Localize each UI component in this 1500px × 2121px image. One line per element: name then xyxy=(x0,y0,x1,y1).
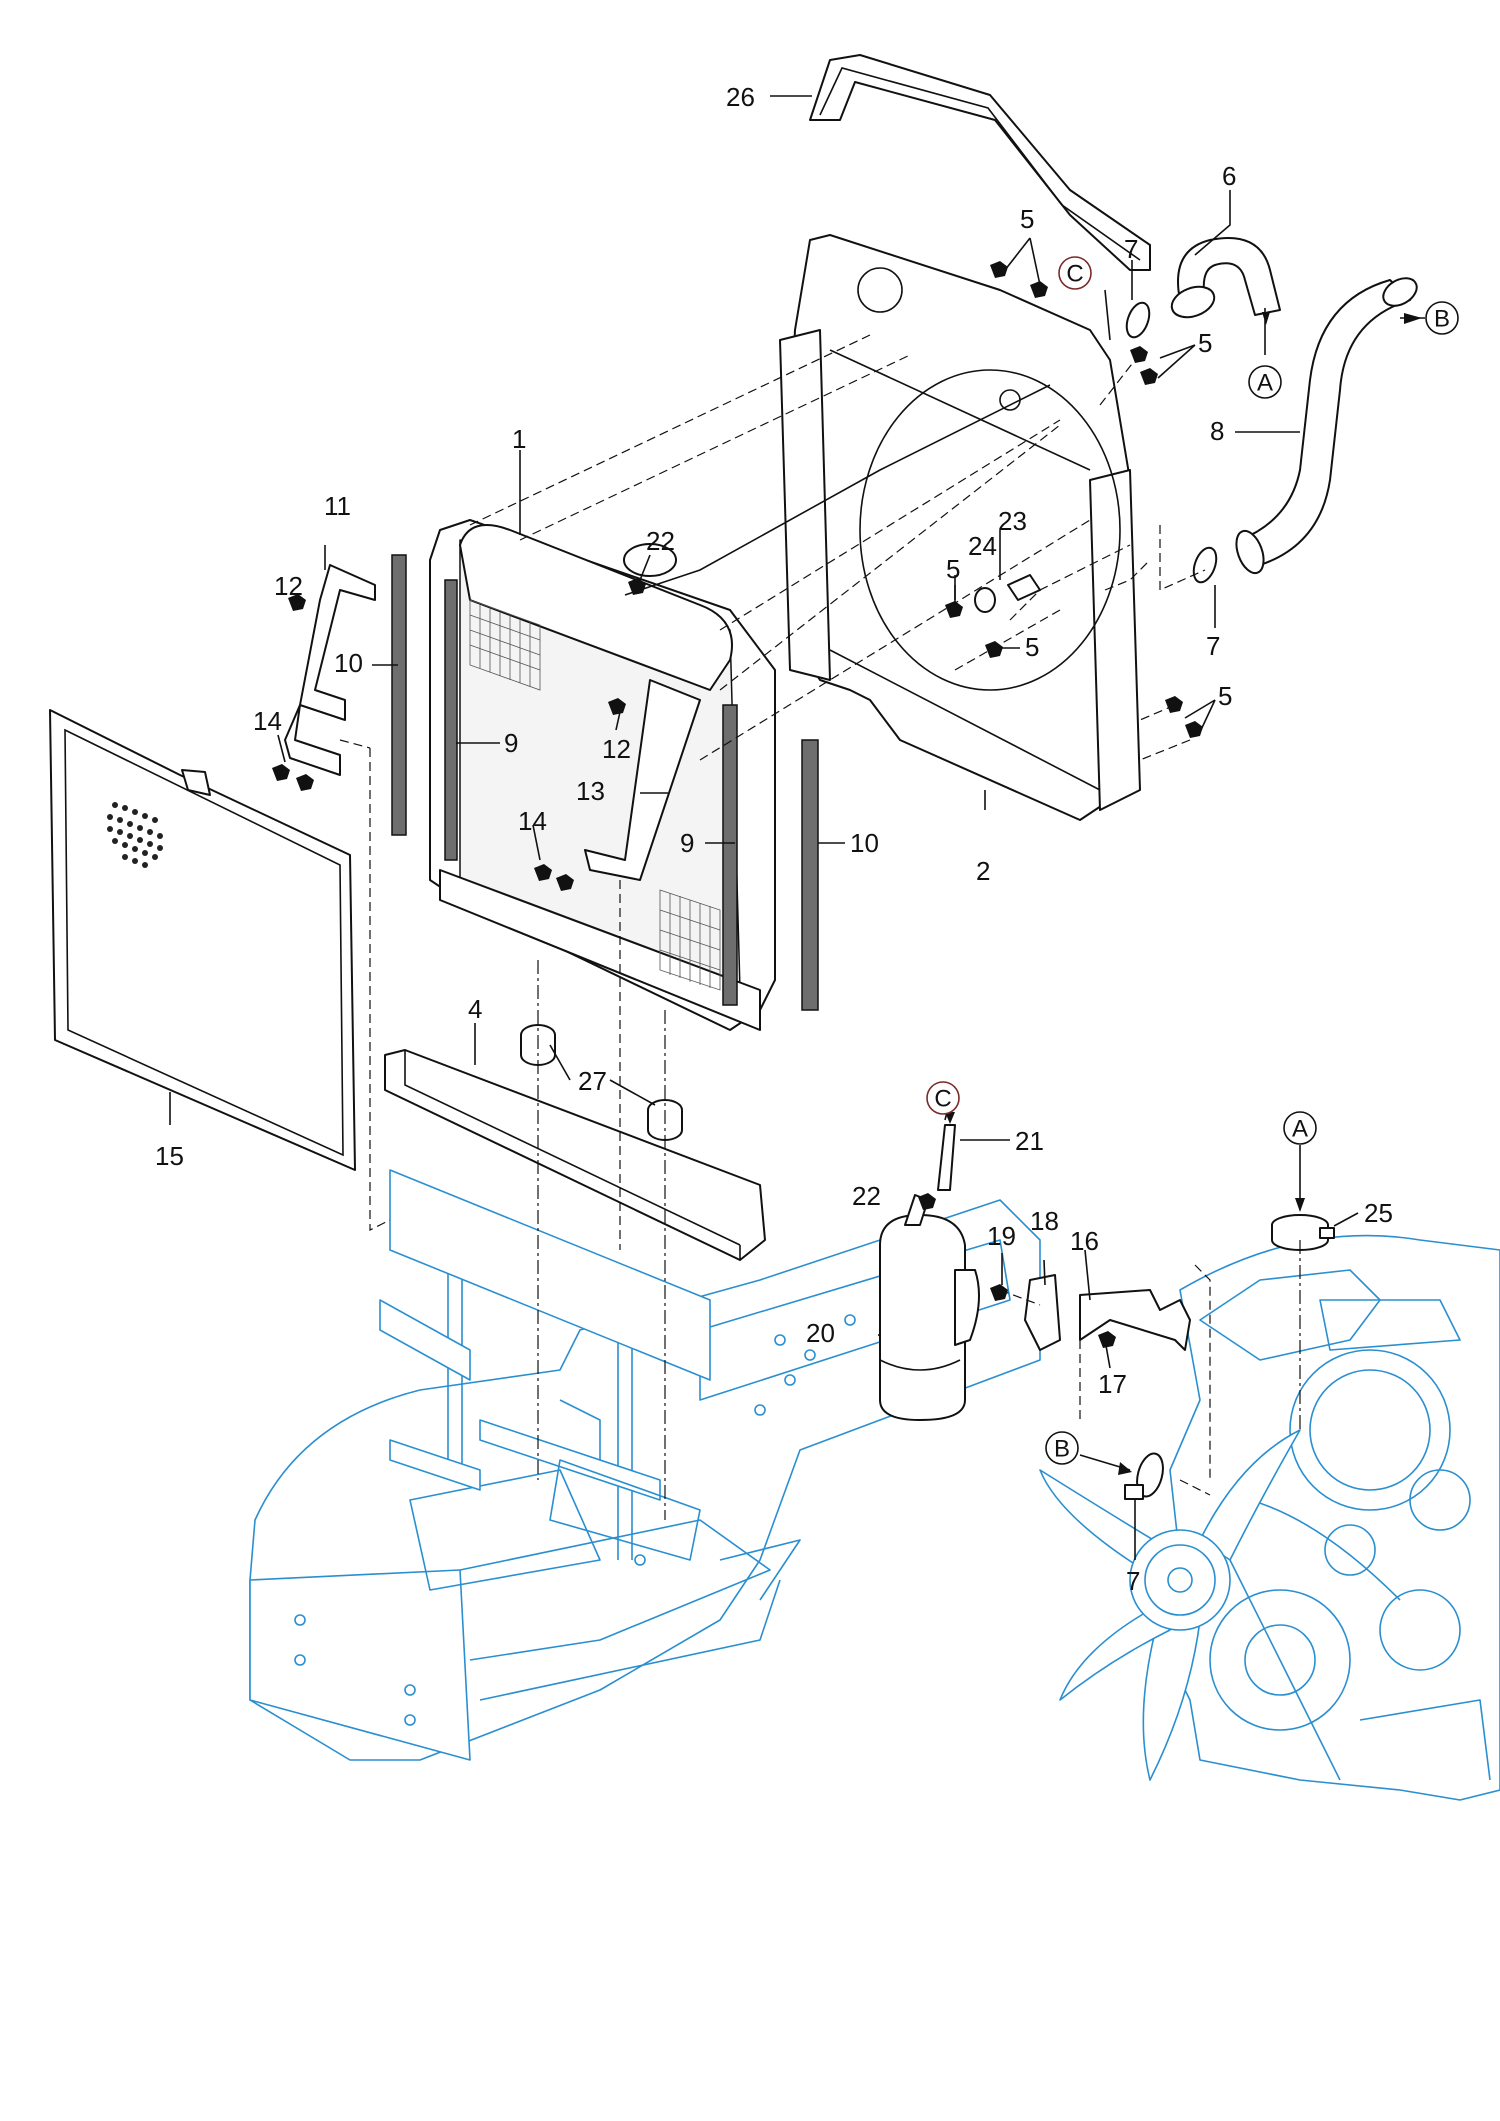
callout-7-top: 7 xyxy=(1124,234,1138,264)
assembly-lines xyxy=(339,334,1301,1520)
svg-text:C: C xyxy=(934,1086,951,1113)
hose-8 xyxy=(1235,277,1418,575)
callout-5-right: 5 xyxy=(1218,681,1232,711)
callout-10-right: 10 xyxy=(850,828,879,858)
callout-5-low: 5 xyxy=(1025,632,1039,662)
callout-9-right: 9 xyxy=(680,828,694,858)
screen-15 xyxy=(49,709,356,1171)
callout-24: 24 xyxy=(968,531,997,561)
svg-text:B: B xyxy=(1434,306,1450,333)
reservoir-tank-20 xyxy=(879,1194,980,1421)
bracket-11 xyxy=(284,564,376,776)
callout-12-mid: 12 xyxy=(602,734,631,764)
callout-20: 20 xyxy=(806,1318,835,1348)
callout-9-left: 9 xyxy=(504,728,518,758)
svg-text:A: A xyxy=(1257,370,1273,397)
engine-assembly xyxy=(1039,1234,1500,1801)
callout-5-shroud: 5 xyxy=(1198,328,1212,358)
clamp-7-bottom xyxy=(1124,1452,1164,1500)
reference-circle-B-bottom: B xyxy=(1045,1431,1079,1465)
stay-13 xyxy=(584,679,701,881)
screen-mesh xyxy=(107,802,163,868)
reference-circle-A-bottom: A xyxy=(1283,1111,1317,1145)
callout-15: 15 xyxy=(155,1141,184,1171)
callout-23: 23 xyxy=(998,506,1027,536)
upper-hose-26 xyxy=(809,54,1151,271)
callout-17: 17 xyxy=(1098,1369,1127,1399)
svg-text:C: C xyxy=(1066,261,1083,288)
bracket-18 xyxy=(1024,1274,1061,1351)
svg-text:A: A xyxy=(1292,1116,1308,1143)
hose-21 xyxy=(937,1124,956,1191)
callout-6: 6 xyxy=(1222,161,1236,191)
reference-circle-B-top: B xyxy=(1425,301,1459,335)
callout-14-left: 14 xyxy=(253,706,282,736)
callout-4: 4 xyxy=(468,994,482,1024)
reference-circle-A-top: A xyxy=(1248,365,1282,399)
callout-26: 26 xyxy=(726,82,755,112)
seal-10-left xyxy=(391,554,407,836)
callout-5-mid: 5 xyxy=(946,554,960,584)
clamp-7-right xyxy=(1192,546,1218,584)
callout-25: 25 xyxy=(1364,1198,1393,1228)
callout-7-bottom: 7 xyxy=(1126,1566,1140,1596)
callout-12-left: 12 xyxy=(274,571,303,601)
callout-27: 27 xyxy=(578,1066,607,1096)
callout-5-top: 5 xyxy=(1020,204,1034,234)
overflow-pipe xyxy=(624,384,1051,596)
bracket-16 xyxy=(1079,1289,1191,1351)
seal-10-right xyxy=(801,739,819,1011)
seal-9-left xyxy=(444,579,458,861)
bolts xyxy=(272,261,1203,1348)
reference-circle-C-bottom: C xyxy=(926,1081,960,1115)
callout-1: 1 xyxy=(512,424,526,454)
callout-19: 19 xyxy=(987,1221,1016,1251)
callout-22-top: 22 xyxy=(646,526,675,556)
callout-7-right: 7 xyxy=(1206,631,1220,661)
clamp-25 xyxy=(1271,1214,1335,1251)
chassis-frame xyxy=(249,1169,1041,1761)
fan-shroud-2 xyxy=(779,234,1141,821)
svg-text:B: B xyxy=(1054,1436,1070,1463)
clamp-7-top xyxy=(1125,301,1151,339)
hose-6 xyxy=(1170,237,1281,319)
callout-16: 16 xyxy=(1070,1226,1099,1256)
seal-9-right xyxy=(722,704,738,1006)
callout-11: 11 xyxy=(324,491,351,521)
callout-10-left: 10 xyxy=(334,648,363,678)
callout-2: 2 xyxy=(976,856,990,886)
callout-8: 8 xyxy=(1210,416,1224,446)
callout-18: 18 xyxy=(1030,1206,1059,1236)
fan-blades xyxy=(1039,1429,1301,1781)
callout-13: 13 xyxy=(576,776,605,806)
callout-21: 21 xyxy=(1015,1126,1044,1156)
callout-numbers: 26 6 5 7 5 8 7 23 24 5 5 5 1 22 11 12 10… xyxy=(155,82,1393,1596)
callout-14-mid: 14 xyxy=(518,806,547,836)
radiator-1 xyxy=(429,519,776,1031)
callout-22-bottom: 22 xyxy=(852,1181,881,1211)
reference-circle-C-top: C xyxy=(1058,256,1092,290)
